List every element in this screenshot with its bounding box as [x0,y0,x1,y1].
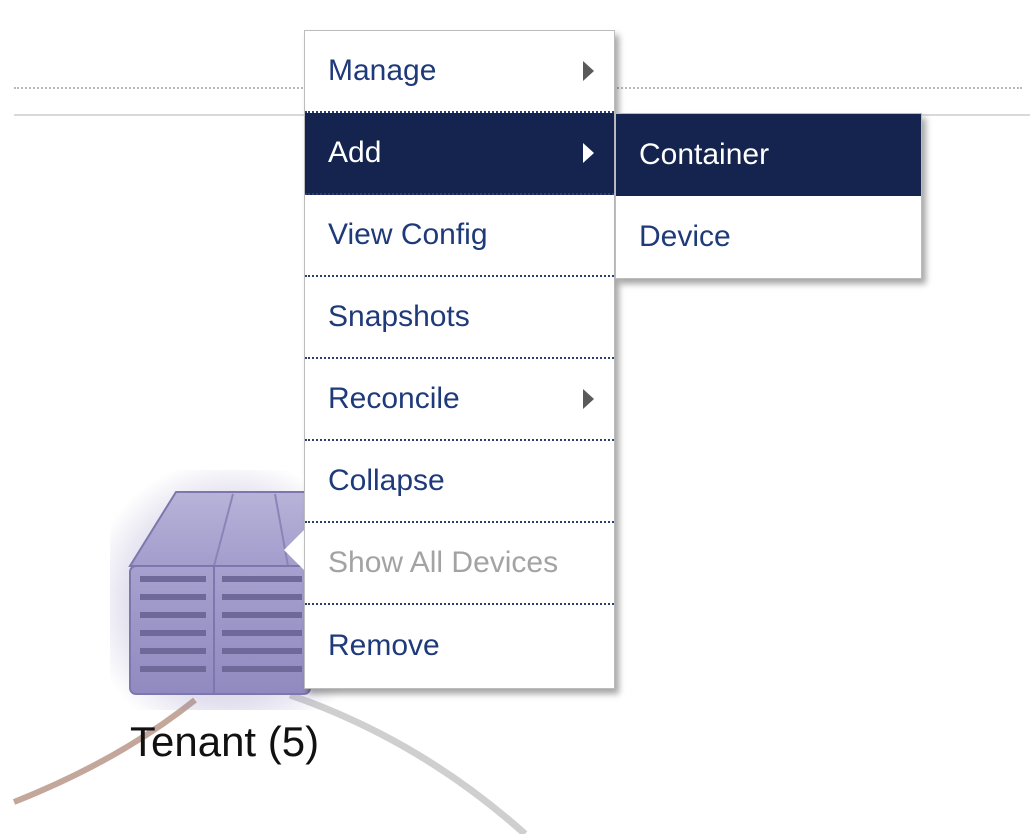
context-menu-pointer [284,528,306,572]
menu-item-view-config[interactable]: View Config [305,195,614,277]
submenu-item-device[interactable]: Device [616,196,921,278]
edge-right [288,691,528,834]
menu-item-remove[interactable]: Remove [305,605,614,687]
submenu-item-container[interactable]: Container [616,114,921,196]
submenu-arrow-icon [583,61,594,81]
menu-item-add[interactable]: Add [305,113,614,195]
menu-item-show-all-devices: Show All Devices [305,523,614,605]
menu-item-snapshots[interactable]: Snapshots [305,277,614,359]
menu-item-label: Show All Devices [328,546,559,579]
menu-item-label: Snapshots [328,300,470,333]
context-menu: Manage Add View Config Snapshots Reconci… [304,30,615,689]
menu-item-label: Device [639,220,731,253]
menu-item-label: Container [639,138,770,171]
menu-item-reconcile[interactable]: Reconcile [305,359,614,441]
menu-item-label: Add [328,136,382,169]
menu-item-label: View Config [328,218,488,251]
submenu-arrow-icon [583,389,594,409]
menu-item-manage[interactable]: Manage [305,31,614,113]
menu-item-collapse[interactable]: Collapse [305,441,614,523]
menu-item-label: Manage [328,54,437,87]
menu-item-label: Remove [328,629,440,662]
tenant-node-label[interactable]: Tenant (5) [130,718,320,765]
add-submenu: Container Device [615,113,922,279]
menu-item-label: Reconcile [328,382,460,415]
submenu-arrow-icon [583,143,594,163]
menu-item-label: Collapse [328,464,445,497]
edge-left [12,697,197,805]
